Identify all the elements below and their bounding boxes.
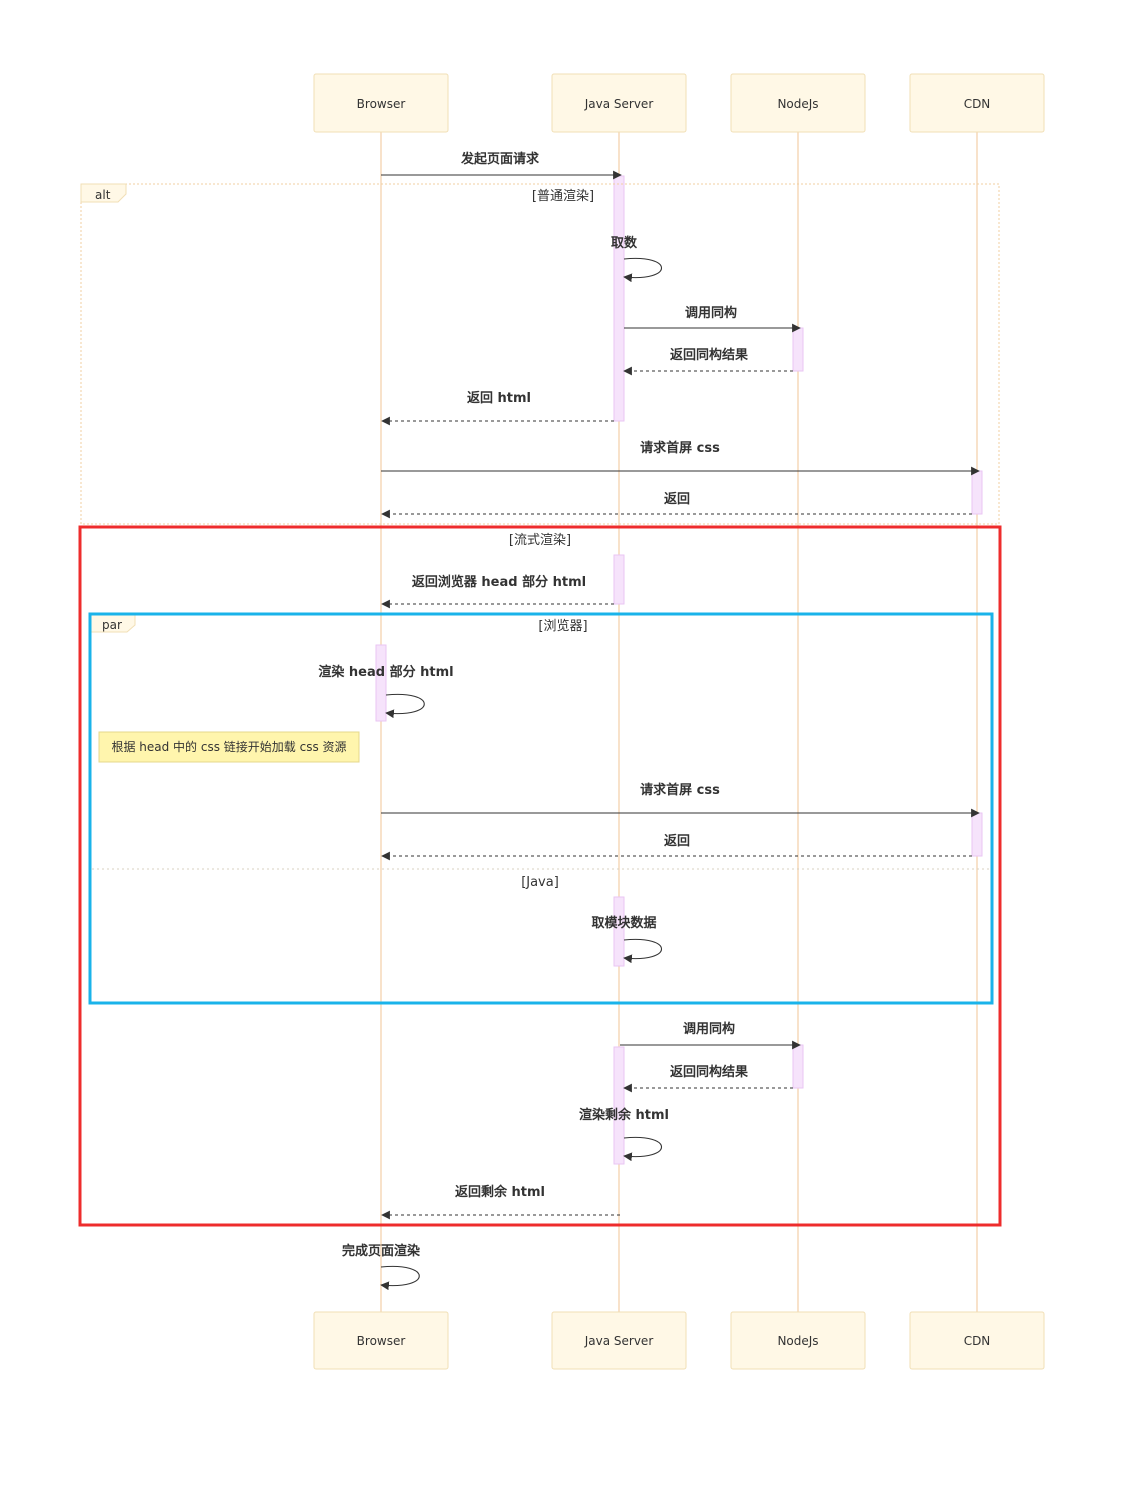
message-label: 完成页面渲染: [342, 1243, 421, 1259]
par-section-java: [Java]: [521, 875, 559, 890]
message-label: 发起页面请求: [460, 151, 540, 167]
message: 调用同构: [620, 1021, 801, 1050]
actor-browser-bottom: Browser: [313, 1311, 449, 1370]
actor-label: Browser: [357, 97, 406, 111]
actor-label: CDN: [964, 1334, 991, 1348]
message-label: 返回浏览器 head 部分 html: [412, 574, 586, 590]
actor-cdn-bottom: CDN: [909, 1311, 1045, 1370]
message-label: 返回: [664, 492, 690, 507]
note: 根据 head 中的 css 链接开始加载 css 资源: [98, 731, 360, 763]
actor-label: Java Server: [584, 97, 654, 111]
message: 取模块数据: [591, 915, 663, 964]
message: 请求首屏 css: [381, 782, 980, 818]
message-label: 渲染剩余 html: [579, 1107, 669, 1123]
activation-bar: [613, 554, 625, 605]
message: 返回浏览器 head 部分 html: [381, 574, 614, 609]
actor-label: Browser: [357, 1334, 406, 1348]
message: 渲染 head 部分 html: [318, 664, 454, 719]
message: 请求首屏 css: [381, 440, 980, 476]
message-label: 调用同构: [683, 1021, 735, 1037]
actor-label: NodeJs: [777, 1334, 818, 1348]
message: 返回同构结果: [623, 347, 793, 376]
actor-label: Java Server: [584, 1334, 654, 1348]
activation-bar: [792, 1044, 804, 1089]
actor-label: CDN: [964, 97, 991, 111]
actors-bottom: Browser Java Server NodeJs CDN: [313, 1311, 1045, 1370]
message: 返回: [381, 834, 972, 861]
activation-bar: [613, 175, 625, 422]
alt-frame: alt [普通渲染] [流式渲染]: [80, 183, 1000, 548]
actor-browser-top: Browser: [313, 73, 449, 133]
frame-tag-alt: alt: [95, 188, 111, 202]
highlight-box-red: [78, 525, 1002, 1227]
frame-tag-par: par: [102, 618, 122, 632]
message-label: 返回 html: [467, 391, 531, 406]
activations: [375, 175, 983, 1165]
message-label: 请求首屏 css: [640, 782, 720, 798]
message-label: 返回同构结果: [670, 347, 748, 363]
activation-bar: [971, 470, 983, 515]
message: 返回剩余 html: [381, 1184, 620, 1220]
actor-label: NodeJs: [777, 97, 818, 111]
message-label: 渲染 head 部分 html: [318, 664, 453, 680]
activation-bar: [613, 1046, 625, 1165]
message: 完成页面渲染: [342, 1243, 421, 1291]
message: 返回 html: [381, 391, 614, 426]
actor-node-top: NodeJs: [730, 73, 866, 133]
message: 取数: [611, 235, 663, 283]
activation-bar: [613, 896, 625, 967]
highlight-box-blue: [88, 612, 994, 1005]
message-label: 取数: [611, 235, 638, 251]
actor-java-bottom: Java Server: [551, 1311, 687, 1370]
actor-node-bottom: NodeJs: [730, 1311, 866, 1370]
activation-bar: [971, 812, 983, 857]
message-label: 返回: [664, 834, 690, 849]
message-label: 请求首屏 css: [640, 440, 720, 456]
messages: 发起页面请求 取数 调用同构 返回同构结果 返回 html 请求首屏 css: [318, 151, 980, 1291]
message-label: 取模块数据: [591, 915, 656, 931]
par-section-browser: [浏览器]: [538, 618, 587, 634]
message: 渲染剩余 html: [579, 1107, 669, 1162]
activation-bar: [792, 327, 804, 372]
actor-cdn-top: CDN: [909, 73, 1045, 133]
message-label: 返回剩余 html: [455, 1184, 545, 1200]
message-label: 返回同构结果: [670, 1064, 748, 1080]
message-label: 调用同构: [685, 305, 737, 321]
message: 调用同构: [624, 305, 801, 333]
activation-bar: [375, 644, 387, 722]
note-text: 根据 head 中的 css 链接开始加载 css 资源: [111, 739, 346, 754]
actors-top: Browser Java Server NodeJs CDN: [313, 73, 1045, 133]
message: 发起页面请求: [381, 151, 622, 180]
message: 返回: [381, 492, 972, 519]
alt-section-normal: [普通渲染]: [532, 189, 594, 204]
lifelines: [380, 132, 978, 1312]
message: 返回同构结果: [623, 1064, 793, 1093]
alt-section-stream: [流式渲染]: [509, 533, 571, 548]
actor-java-top: Java Server: [551, 73, 687, 133]
